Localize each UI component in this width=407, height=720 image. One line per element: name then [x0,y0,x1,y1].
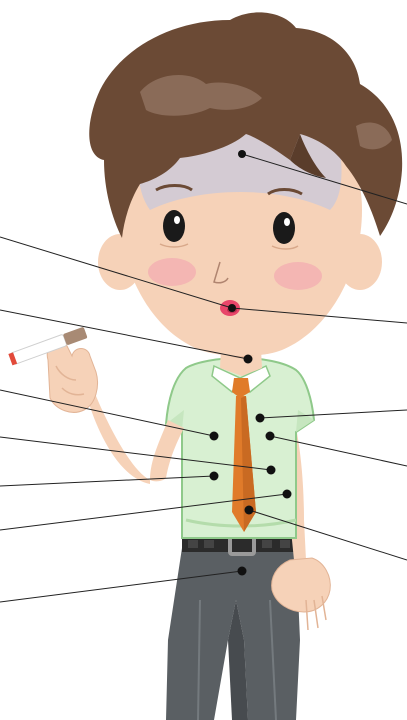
marker-abdomen-upper-right [283,490,292,499]
right-cheek [274,262,322,290]
marker-chest-left [210,432,219,441]
left-cheek [148,258,196,286]
marker-pelvis [238,567,247,576]
left-arm [47,341,184,484]
marker-mouth [228,304,236,312]
marker-abdomen-upper-left [210,472,219,481]
marker-chest-mid-left [267,466,276,475]
left-eye [163,210,185,242]
marker-forehead [238,150,246,158]
marker-chest-right [256,414,265,423]
right-eye [273,212,295,244]
marker-chest-mid-right [266,432,275,441]
marker-tie-lower [245,506,254,515]
marker-throat [244,355,253,364]
